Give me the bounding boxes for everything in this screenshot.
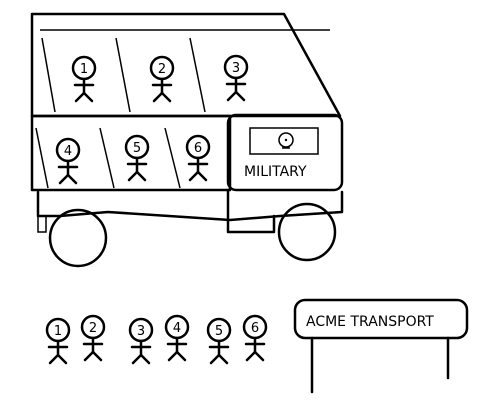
- rear-bumper: [37, 215, 47, 233]
- passenger-figure-2: 2: [149, 55, 175, 103]
- cab-window: [249, 127, 319, 155]
- figure-number: 5: [215, 324, 223, 339]
- truck-cargo-box: [30, 114, 232, 192]
- cab-emblem-icon: [278, 132, 294, 148]
- passenger-figure-6: 6: [185, 134, 211, 182]
- rear-wheel: [48, 208, 108, 268]
- ground-figure-3: 3: [128, 317, 154, 365]
- ground-figure-4: 4: [164, 314, 190, 362]
- figure-number: 5: [133, 141, 141, 156]
- figure-number: 3: [232, 61, 240, 76]
- ground-figure-6: 6: [242, 314, 268, 362]
- figure-number: 2: [89, 321, 97, 336]
- truck-underside: [226, 188, 276, 234]
- front-wheel: [277, 202, 337, 262]
- sign-board: [293, 298, 469, 340]
- ground-figure-5: 5: [206, 317, 232, 365]
- acme-transport-sign: ACME TRANSPORT: [293, 298, 469, 394]
- figure-number: 1: [54, 324, 62, 339]
- passenger-figure-1: 1: [71, 55, 97, 103]
- figure-number: 3: [137, 324, 145, 339]
- ground-figure-1: 1: [45, 317, 71, 365]
- truck-cab: [226, 113, 344, 192]
- sign-label: ACME TRANSPORT: [306, 314, 434, 330]
- figure-number: 6: [194, 141, 202, 156]
- passenger-figure-4: 4: [55, 137, 81, 185]
- ground-figure-2: 2: [80, 314, 106, 362]
- figure-number: 1: [80, 62, 88, 77]
- truck-passengers: 1 2 3 4 5 6: [55, 54, 249, 185]
- passenger-figure-5: 5: [124, 134, 150, 182]
- figure-number: 6: [251, 321, 259, 336]
- passenger-figure-3: 3: [223, 54, 249, 102]
- cab-label: MILITARY: [244, 164, 307, 180]
- figure-number: 4: [173, 321, 181, 336]
- cargo-slats: [35, 127, 181, 189]
- ground-figures: 1 2 3 4 5 6: [45, 314, 268, 365]
- figure-number: 2: [158, 62, 166, 77]
- figure-number: 4: [64, 144, 72, 159]
- canopy-slats: [40, 29, 330, 113]
- truck: MILITARY: [30, 12, 344, 268]
